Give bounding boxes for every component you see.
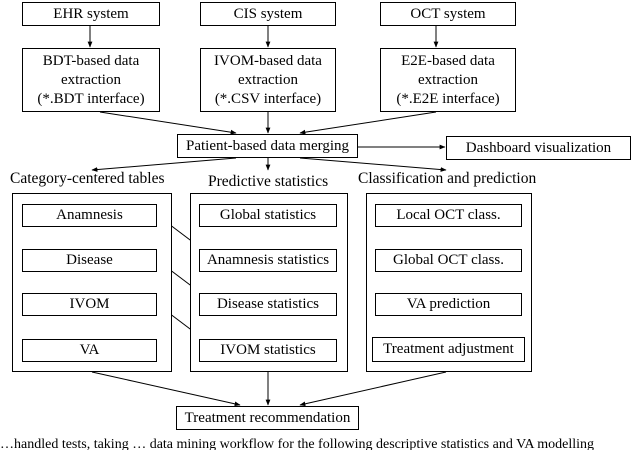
oct-system-label: OCT system — [410, 5, 486, 22]
category-item-disease: Disease — [22, 249, 157, 272]
arrow-merge-to-category — [91, 157, 237, 172]
ivom-extraction-line-3: (*.CSV interface) — [214, 90, 322, 107]
class-item-label: Treatment adjustment — [383, 341, 514, 357]
ivom-extraction-line-2: extraction — [238, 71, 298, 88]
e2e-extraction-line-3: (*.E2E interface) — [396, 90, 500, 107]
predictive-group-title: Predictive statistics — [208, 173, 329, 190]
stats-item-anamnesis: Anamnesis statistics — [199, 249, 337, 272]
class-item-label: Global OCT class. — [393, 252, 504, 268]
ehr-system-box: EHR system — [22, 2, 160, 26]
ehr-system-label: EHR system — [53, 5, 129, 22]
stats-item-label: Global statistics — [219, 207, 317, 223]
dashboard-box: Dashboard visualization — [446, 136, 631, 160]
bdt-extraction-box: BDT-based data extraction (*.BDT interfa… — [22, 48, 160, 112]
category-item-label: Disease — [66, 252, 113, 268]
classification-group-title: Classification and prediction — [358, 170, 537, 187]
stats-item-label: IVOM statistics — [220, 342, 316, 358]
class-item-va-prediction: VA prediction — [375, 293, 522, 316]
arrow-category-to-recommendation — [91, 371, 241, 407]
cis-system-box: CIS system — [200, 2, 336, 26]
category-item-ivom: IVOM — [22, 293, 157, 316]
bdt-extraction-line-2: extraction — [61, 71, 121, 88]
arrow-merge-to-classification — [299, 157, 447, 172]
stats-item-label: Disease statistics — [216, 296, 320, 312]
category-group-title: Category-centered tables — [10, 170, 165, 187]
bdt-extraction-line-3: (*.BDT interface) — [37, 90, 145, 107]
stats-item-label: Anamnesis statistics — [206, 252, 330, 268]
cis-system-label: CIS system — [233, 5, 303, 22]
ivom-extraction-line-1: IVOM-based data — [214, 52, 322, 69]
data-merging-box: Patient-based data merging — [177, 134, 358, 158]
class-item-global-oct: Global OCT class. — [375, 249, 522, 272]
ivom-extraction-box: IVOM-based data extraction (*.CSV interf… — [200, 48, 336, 112]
treatment-recommendation-label: Treatment recommendation — [184, 409, 351, 426]
e2e-extraction-line-2: extraction — [418, 71, 478, 88]
figure-caption: …handled tests, taking … data mining wor… — [0, 437, 595, 450]
arrow-bdt-to-merge — [99, 111, 237, 135]
category-item-label: IVOM — [69, 296, 110, 312]
e2e-extraction-line-1: E2E-based data — [401, 52, 495, 69]
category-item-label: VA — [79, 342, 100, 358]
treatment-recommendation-box: Treatment recommendation — [176, 406, 359, 430]
class-item-local-oct: Local OCT class. — [375, 204, 522, 227]
bdt-extraction-line-1: BDT-based data — [42, 52, 140, 69]
dashboard-label: Dashboard visualization — [465, 139, 612, 156]
oct-system-box: OCT system — [380, 2, 516, 26]
data-merging-label: Patient-based data merging — [185, 137, 349, 154]
e2e-extraction-box: E2E-based data extraction (*.E2E interfa… — [380, 48, 516, 112]
category-item-label: Anamnesis — [56, 207, 123, 223]
arrow-e2e-to-merge — [299, 111, 437, 135]
stats-item-ivom: IVOM statistics — [199, 339, 337, 362]
class-item-label: Local OCT class. — [396, 207, 501, 223]
category-item-anamnesis: Anamnesis — [22, 204, 157, 227]
class-item-label: VA prediction — [406, 296, 491, 312]
stats-item-disease: Disease statistics — [199, 293, 337, 316]
stats-item-global: Global statistics — [199, 204, 337, 227]
class-item-treatment-adjustment: Treatment adjustment — [372, 337, 525, 362]
arrow-classification-to-recommendation — [299, 371, 447, 407]
category-item-va: VA — [22, 339, 157, 362]
